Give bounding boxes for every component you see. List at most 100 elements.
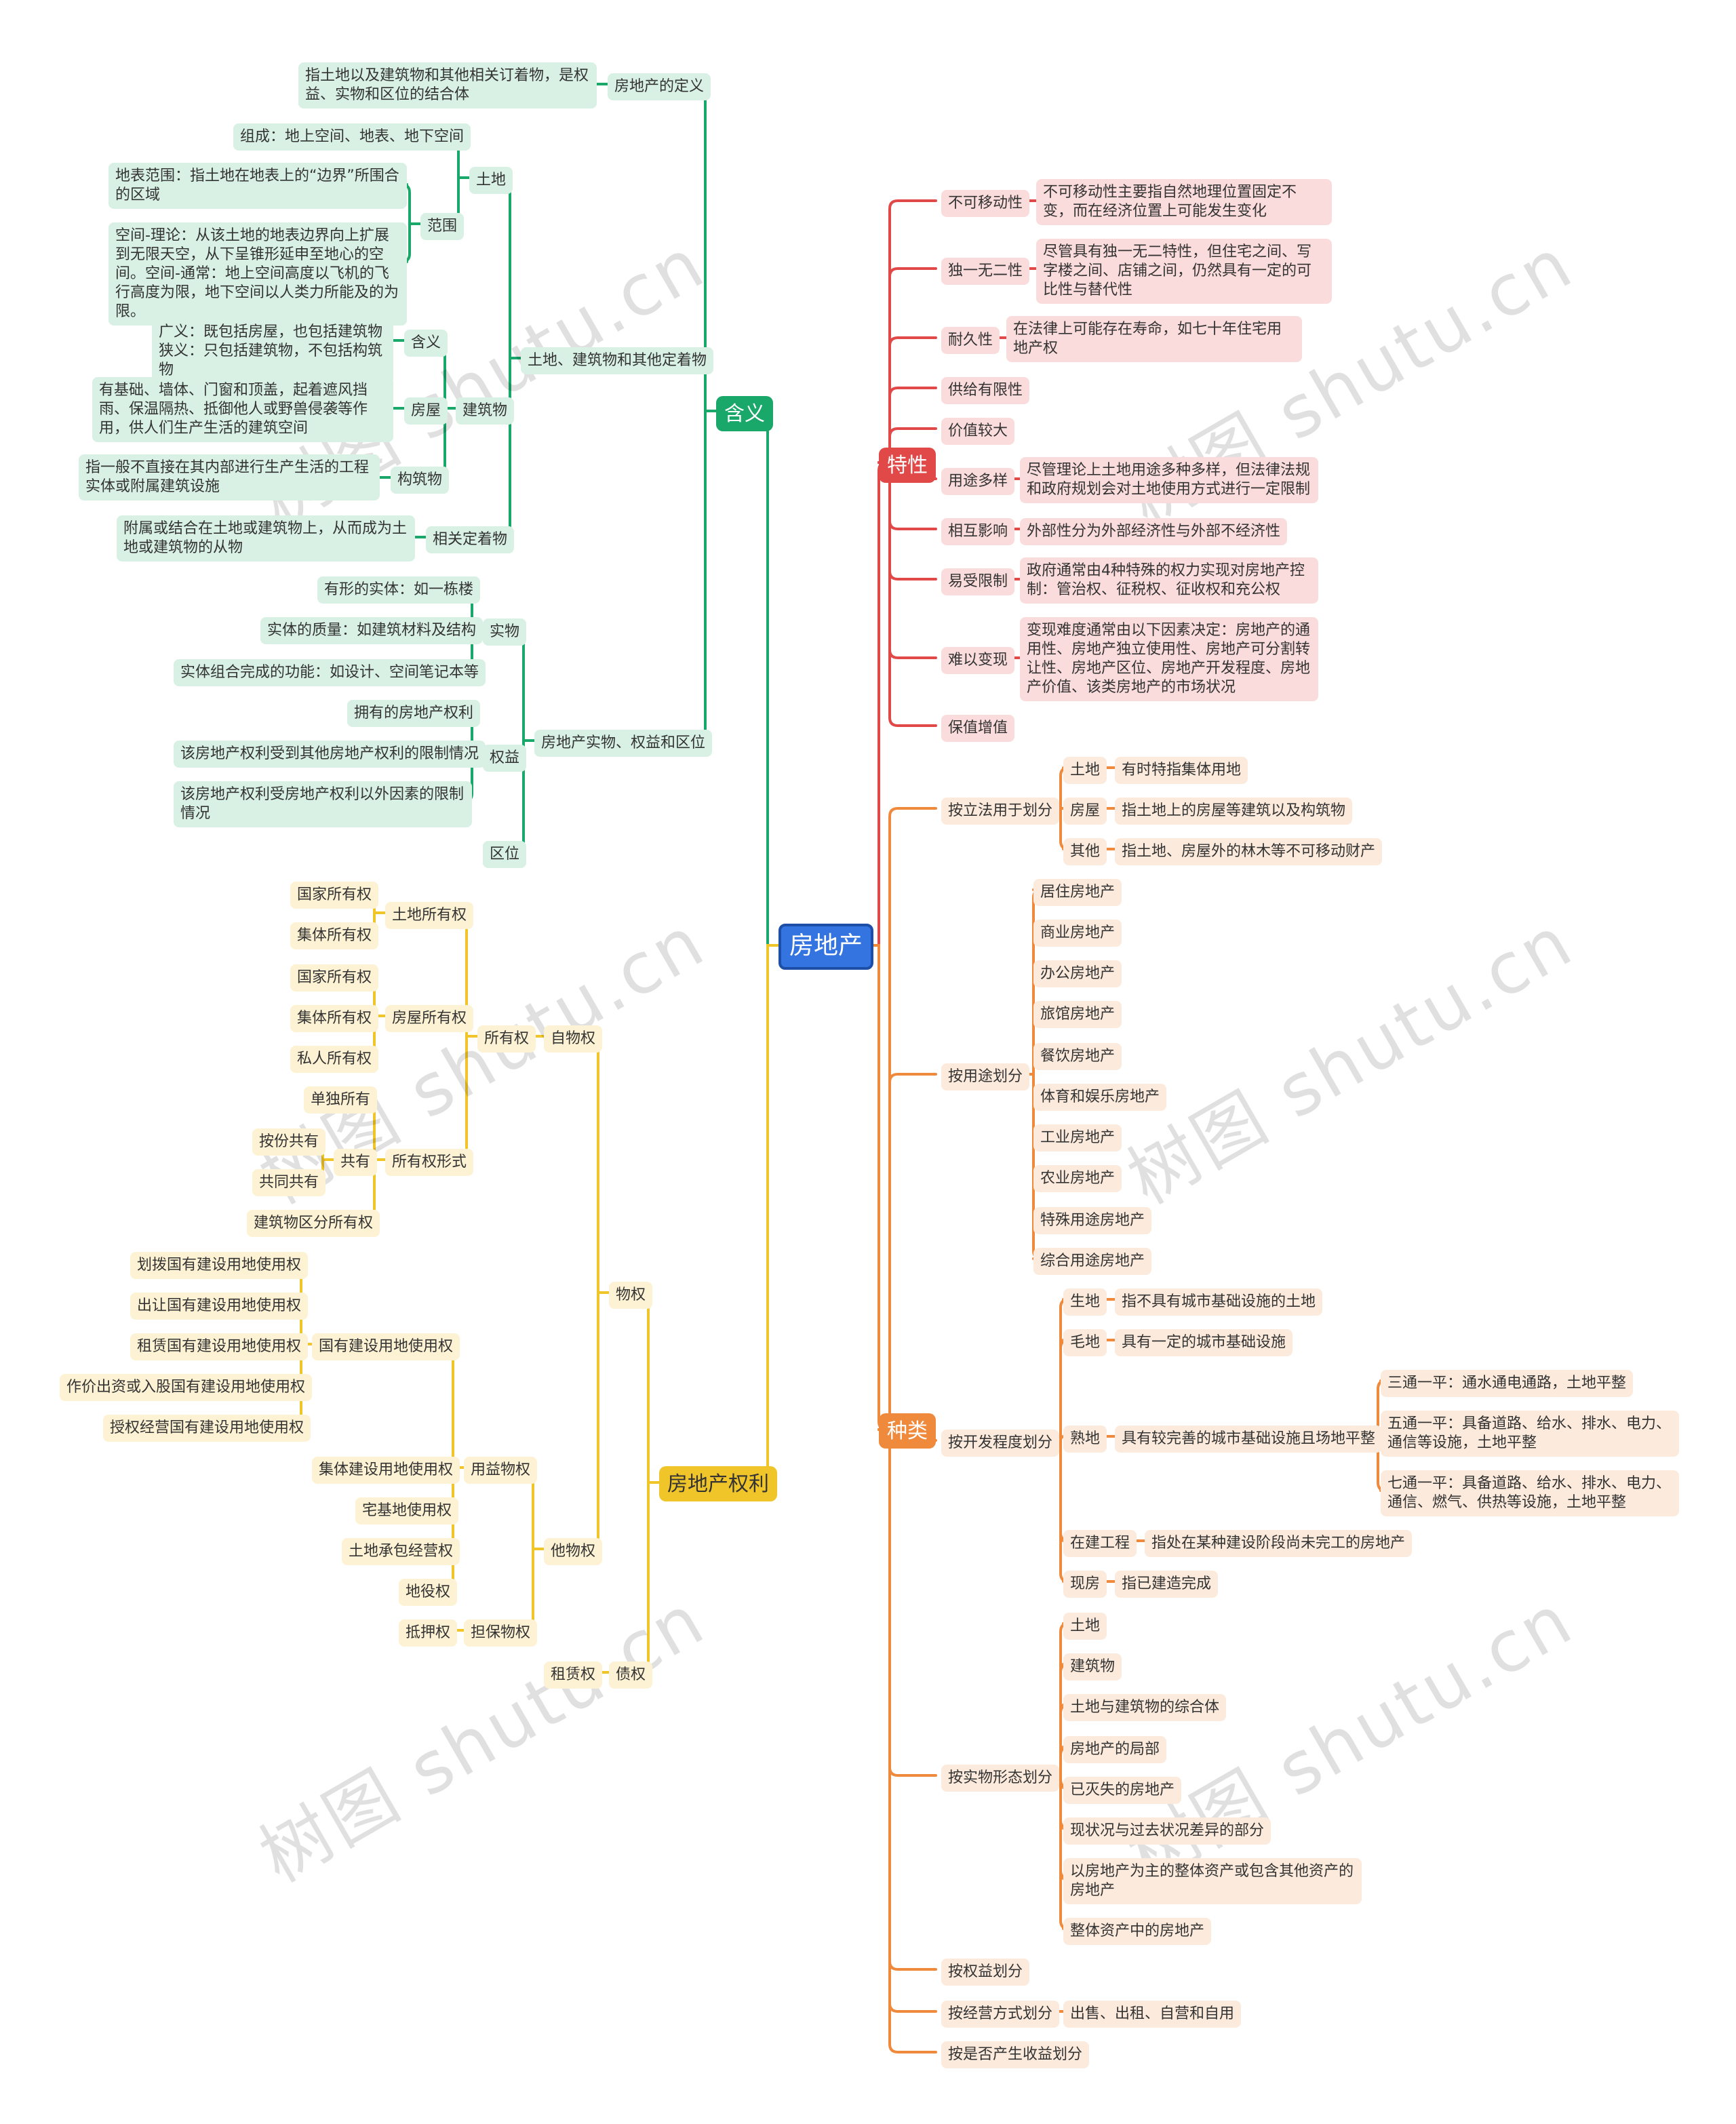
node-rights-2: 该房地产权利受到其他房地产权利的限制情况 <box>174 741 486 768</box>
connector <box>1048 1439 1069 1583</box>
node-by-income[interactable]: 按是否产生收益划分 <box>941 2041 1089 2068</box>
connector <box>877 461 937 659</box>
connector <box>877 807 937 1431</box>
node-multi-use[interactable]: 用途多样 <box>941 468 1014 495</box>
node-use-item: 工业房地产 <box>1033 1124 1122 1152</box>
connector <box>589 1291 610 1550</box>
node-entity-1: 有形的实体：如一栋楼 <box>317 576 480 604</box>
node-law-land[interactable]: 土地 <box>1063 757 1107 784</box>
node-form-item: 以房地产为主的整体资产或包含其他资产的房地产 <box>1063 1858 1362 1904</box>
branch-features[interactable]: 特性 <box>879 448 936 483</box>
node-illiquid[interactable]: 难以变现 <box>941 647 1014 674</box>
node-use-item: 体育和娱乐房地产 <box>1033 1084 1166 1111</box>
node-house-text: 有基础、墙体、门窗和顶盖，起着遮风挡雨、保温隔热、抵御他人或野兽侵袭等作用，供人… <box>92 377 393 442</box>
branch-meaning[interactable]: 含义 <box>716 396 774 431</box>
connector <box>696 410 717 742</box>
branch-rights[interactable]: 房地产权利 <box>659 1466 778 1501</box>
node-uniqueness[interactable]: 独一无二性 <box>941 258 1029 285</box>
node-form-item: 土地与建筑物的综合体 <box>1063 1694 1226 1721</box>
node-by-rights[interactable]: 按权益划分 <box>941 1959 1029 1986</box>
node-by-use[interactable]: 按用途划分 <box>941 1063 1029 1090</box>
connector <box>759 944 780 1484</box>
node-structure-text: 指一般不直接在其内部进行生产生活的工程实体或附属建筑设施 <box>79 454 380 500</box>
node-limited-supply[interactable]: 供给有限性 <box>941 377 1029 404</box>
node-rough-land[interactable]: 毛地 <box>1063 1329 1107 1356</box>
node-in-progress[interactable]: 在建工程 <box>1063 1530 1137 1557</box>
node-rough-land-text: 具有一定的城市基础设施 <box>1115 1329 1293 1356</box>
node-house[interactable]: 房屋 <box>404 397 448 425</box>
node-in-progress-text: 指处在某种建设阶段尚未完工的房地产 <box>1145 1530 1412 1557</box>
node-entity[interactable]: 实物 <box>483 618 526 646</box>
node-uniqueness-text: 尽管具有独一无二特性，但住宅之间、写字楼之间、店铺之间，仍然具有一定的可比性与替… <box>1036 239 1332 304</box>
node-debt-right[interactable]: 债权 <box>609 1661 652 1689</box>
node-house-ownership[interactable]: 房屋所有权 <box>385 1005 473 1032</box>
node-self-right[interactable]: 自物权 <box>544 1025 602 1053</box>
node-use-item: 居住房地产 <box>1033 879 1122 906</box>
node-condo-ownership: 建筑物区分所有权 <box>247 1210 380 1237</box>
node-law-other[interactable]: 其他 <box>1063 838 1107 865</box>
node-high-value[interactable]: 价值较大 <box>941 418 1014 445</box>
connector <box>877 1428 937 1777</box>
node-use-item: 办公房地产 <box>1033 960 1122 987</box>
node-scope[interactable]: 范围 <box>420 213 464 240</box>
node-form-item: 整体资产中的房地产 <box>1063 1918 1211 1945</box>
node-ready-house[interactable]: 现房 <box>1063 1571 1107 1598</box>
node-raw-land[interactable]: 生地 <box>1063 1289 1107 1316</box>
node-usufruct[interactable]: 用益物权 <box>464 1457 537 1484</box>
node-state-land-use[interactable]: 国有建设用地使用权 <box>312 1333 460 1360</box>
node-structure[interactable]: 构筑物 <box>391 467 449 494</box>
node-state-land-item: 作价出资或入股国有建设用地使用权 <box>60 1374 312 1401</box>
node-use-item: 旅馆房地产 <box>1033 1001 1122 1028</box>
node-property-right[interactable]: 物权 <box>609 1282 652 1309</box>
node-collective-land-use: 集体建设用地使用权 <box>312 1457 460 1484</box>
branch-types[interactable]: 种类 <box>879 1413 936 1449</box>
node-by-form[interactable]: 按实物形态划分 <box>941 1765 1059 1792</box>
node-form-item: 房地产的局部 <box>1063 1736 1166 1763</box>
connector <box>867 944 888 1431</box>
node-land[interactable]: 土地 <box>469 167 513 194</box>
node-definition[interactable]: 房地产的定义 <box>608 73 711 100</box>
root-node[interactable]: 房地产 <box>778 924 873 970</box>
node-mature-land[interactable]: 熟地 <box>1063 1425 1107 1453</box>
node-immovability[interactable]: 不可移动性 <box>941 190 1029 217</box>
node-entity-rights-location[interactable]: 房地产实物、权益和区位 <box>534 730 712 757</box>
node-use-item: 农业房地产 <box>1033 1165 1122 1192</box>
node-by-development[interactable]: 按开发程度划分 <box>941 1430 1059 1457</box>
node-preserve-value[interactable]: 保值增值 <box>941 715 1014 742</box>
node-law-land-text: 有时特指集体用地 <box>1115 757 1248 784</box>
node-fixture[interactable]: 相关定着物 <box>426 526 514 553</box>
node-location[interactable]: 区位 <box>483 841 526 868</box>
connector <box>867 461 888 947</box>
connector <box>877 1428 937 1971</box>
node-restricted[interactable]: 易受限制 <box>941 568 1014 595</box>
node-by-law[interactable]: 按立法用于划分 <box>941 798 1059 825</box>
node-building-meaning-text: 广义：既包括房屋，也包括建筑物狭义：只包括建筑物，不包括构筑物 <box>152 319 393 384</box>
node-homestead: 宅基地使用权 <box>355 1497 458 1525</box>
node-land-ownership[interactable]: 土地所有权 <box>385 902 473 929</box>
node-private-ownership: 私人所有权 <box>290 1046 378 1073</box>
connector <box>877 199 937 464</box>
node-by-operation[interactable]: 按经营方式划分 <box>941 2001 1059 2028</box>
node-rights[interactable]: 权益 <box>483 745 526 772</box>
node-definition-text: 指土地以及建筑物和其他相关订着物，是权益、实物和区位的结合体 <box>298 62 597 109</box>
node-immovability-text: 不可移动性主要指自然地理位置固定不变，而在经济位置上可能发生变化 <box>1036 179 1332 225</box>
connector <box>589 1035 610 1294</box>
node-other-right[interactable]: 他物权 <box>544 1538 602 1565</box>
node-law-house[interactable]: 房屋 <box>1063 798 1107 825</box>
node-co-ownership[interactable]: 共有 <box>334 1149 377 1176</box>
node-form-item: 已灭失的房地产 <box>1063 1777 1181 1804</box>
node-ownership[interactable]: 所有权 <box>477 1025 536 1053</box>
node-share-co: 按份共有 <box>252 1128 326 1156</box>
node-building[interactable]: 建筑物 <box>456 397 514 425</box>
node-land-building[interactable]: 土地、建筑物和其他定着物 <box>521 347 713 374</box>
node-land-contract: 土地承包经营权 <box>342 1538 460 1565</box>
node-restricted-text: 政府通常由4种特殊的权力实现对房地产控制：管治权、征税权、征收权和充公权 <box>1020 557 1318 604</box>
node-ownership-form[interactable]: 所有权形式 <box>385 1149 473 1176</box>
node-durability[interactable]: 耐久性 <box>941 327 1000 354</box>
node-building-meaning[interactable]: 含义 <box>404 330 448 357</box>
node-security-right[interactable]: 担保物权 <box>464 1619 537 1647</box>
node-mutual-influence[interactable]: 相互影响 <box>941 518 1014 545</box>
node-easement: 地役权 <box>399 1579 457 1606</box>
node-mature-land-text: 具有较完善的城市基础设施且场地平整 <box>1115 1425 1382 1453</box>
